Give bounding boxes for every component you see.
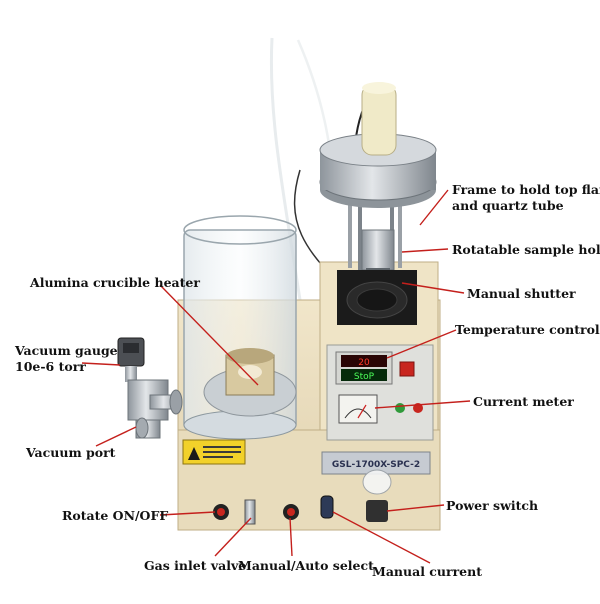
label-vacuum-gauge-line1: Vacuum gauge — [15, 343, 118, 358]
callout-lines — [81, 189, 471, 564]
alumina-crucible-heater — [203, 348, 297, 417]
label-power-switch: Power switch — [446, 498, 539, 513]
label-frame-line2: and quartz tube — [452, 198, 564, 213]
label-gas-inlet-valve: Gas inlet valve — [144, 558, 247, 573]
label-rotatable-sample-holder: Rotatable sample holder — [452, 242, 600, 257]
callout-frame — [419, 189, 449, 226]
label-rotate-on-off: Rotate ON/OFF — [62, 508, 169, 523]
label-vacuum-port: Vacuum port — [26, 445, 116, 460]
control-panel — [321, 344, 434, 475]
label-vacuum-gauge-line2: 10e-6 torr — [15, 359, 86, 374]
display-bottom-readout: StoP — [354, 372, 375, 382]
callout-current-meter — [374, 400, 471, 409]
label-manual-shutter: Manual shutter — [467, 286, 576, 301]
display-top-readout: 20 — [358, 358, 370, 368]
callout-rotate — [159, 511, 216, 516]
callout-gas-inlet — [214, 517, 252, 557]
warning-label — [182, 439, 246, 465]
bottom-controls — [213, 469, 392, 525]
callout-vacuum-gauge — [81, 362, 121, 366]
label-alumina-crucible-heater: Alumina crucible heater — [30, 275, 200, 290]
label-current-meter: Current meter — [473, 394, 574, 409]
model-plate-text: GSL-1700X-SPC-2 — [332, 460, 420, 470]
label-manual-auto-select: Manual/Auto select — [238, 558, 374, 573]
frame-assembly — [319, 82, 437, 325]
callout-power-switch — [386, 504, 445, 512]
callout-vacuum-port — [95, 426, 137, 447]
callout-shutter — [401, 282, 465, 294]
callout-manual-current — [332, 511, 431, 564]
vacuum-assembly — [117, 337, 183, 439]
label-temperature-controller: Temperature controller — [455, 322, 600, 337]
callout-rotatable — [401, 248, 449, 253]
callout-manual-auto — [289, 517, 293, 557]
label-manual-current: Manual current — [372, 564, 482, 579]
label-frame-line1: Frame to hold top flange — [452, 182, 600, 197]
callout-temp-controller — [386, 329, 457, 359]
callout-alumina — [159, 284, 259, 386]
